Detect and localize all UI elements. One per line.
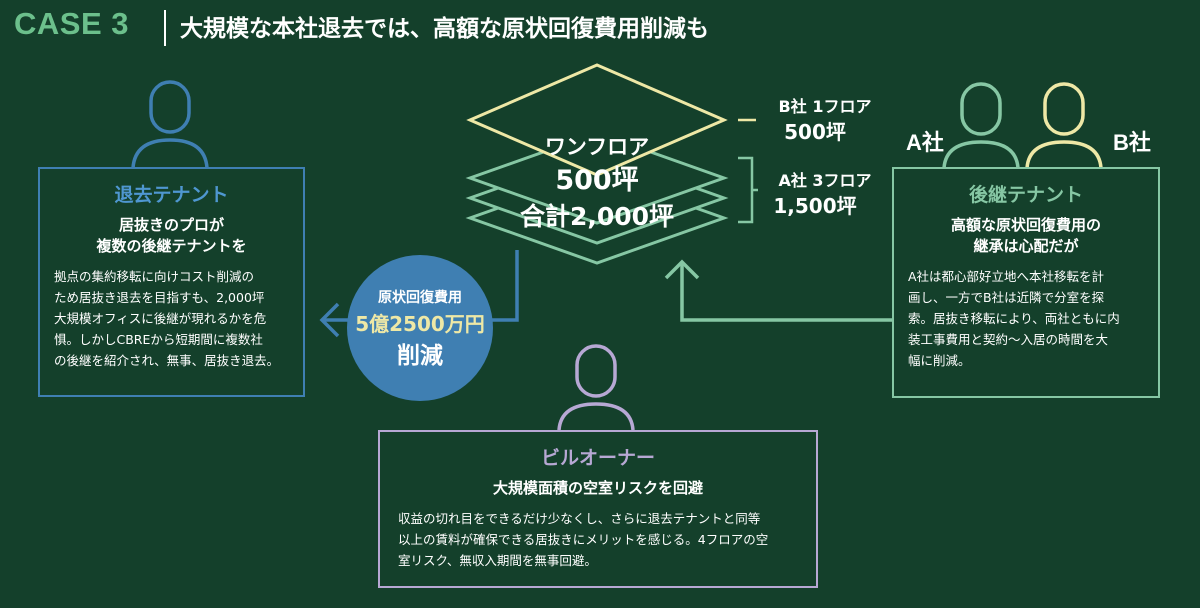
savings-reduction: 削減	[397, 343, 443, 369]
exit-tenant-person-icon	[131, 80, 209, 169]
arrow-head-up	[664, 259, 700, 280]
case-label: CASE 3	[14, 6, 129, 41]
floor-label-area: 500坪	[555, 165, 639, 196]
exit-tenant-subtitle: 居抜きのプロが 複数の後継テナントを	[96, 216, 247, 255]
floor-label-one-floor: ワンフロア	[544, 135, 650, 159]
company-b-floor-label: B社 1フロア	[778, 97, 872, 116]
building-owner-subtitle: 大規模面積の空室リスクを回避	[492, 479, 703, 497]
floor-stack	[465, 131, 729, 265]
company-b-person-icon	[1025, 82, 1103, 169]
exit-tenant-body: 拠点の集約移転に向けコスト削減の ため居抜き退去を目指すも、2,000坪 大規模…	[54, 269, 280, 368]
successor-tenant-body: A社は都心部好立地へ本社移転を計 画し、一方でB社は近隣で分室を探 索。居抜き移…	[908, 269, 1120, 368]
exit-tenant-box: 退去テナント 居抜きのプロが 複数の後継テナントを 拠点の集約移転に向けコスト削…	[38, 167, 305, 397]
flow-to-successor	[680, 262, 893, 322]
floor-label-total: 合計2,000坪	[519, 202, 675, 231]
company-a-person-icon	[942, 82, 1020, 169]
arrow-head-left	[319, 302, 340, 338]
title-divider	[164, 10, 166, 46]
company-b-floor-area: 500坪	[784, 120, 846, 144]
building-owner-title: ビルオーナー	[540, 447, 655, 469]
company-a-floor-label: A社 3フロア	[778, 171, 872, 190]
savings-circle	[347, 255, 493, 401]
exit-tenant-title: 退去テナント	[114, 184, 229, 206]
company-a-label: A社	[906, 130, 944, 155]
successor-tenant-title: 後継テナント	[968, 184, 1083, 206]
owner-person-icon	[557, 344, 635, 431]
successor-tenant-subtitle: 高額な原状回復費用の 継承は心配だが	[950, 216, 1101, 255]
page-title: 大規模な本社退去では、高額な原状回復費用削減も	[180, 16, 709, 42]
savings-label: 原状回復費用	[378, 290, 462, 306]
successor-tenant-box: 後継テナント 高額な原状回復費用の 継承は心配だが A社は都心部好立地へ本社移転…	[892, 167, 1160, 398]
company-a-floor-area: 1,500坪	[773, 194, 857, 218]
building-owner-box: ビルオーナー 大規模面積の空室リスクを回避 収益の切れ目をできるだけ少なくし、さ…	[378, 430, 818, 588]
top-floor	[466, 63, 728, 177]
company-b-label: B社	[1113, 130, 1151, 155]
building-owner-body: 収益の切れ目をできるだけ少なくし、さらに退去テナントと同等 以上の賃料が確保でき…	[398, 511, 769, 568]
savings-amount: 5億2500万円	[355, 312, 485, 336]
